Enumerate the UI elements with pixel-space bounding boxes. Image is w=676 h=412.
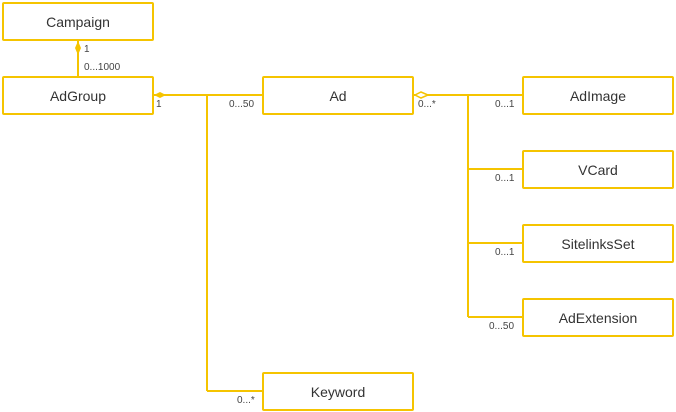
multiplicity-adgroup-in-campaign: 0...1000 <box>84 62 121 73</box>
class-vcard: VCard <box>522 150 674 189</box>
multiplicity-vcard: 0...1 <box>495 173 515 184</box>
class-keyword: Keyword <box>262 372 414 411</box>
multiplicity-ad: 0...* <box>418 99 436 110</box>
multiplicity-adgroup: 1 <box>156 99 162 110</box>
aggregation-diamond-icon <box>413 91 430 99</box>
composition-diamond-icon <box>154 92 166 98</box>
multiplicity-campaign: 1 <box>84 44 90 55</box>
multiplicity-sitelinksset: 0...1 <box>495 247 515 258</box>
class-adimage: AdImage <box>522 76 674 115</box>
class-ad: Ad <box>262 76 414 115</box>
multiplicity-adimage: 0...1 <box>495 99 515 110</box>
class-campaign: Campaign <box>2 2 154 41</box>
class-sitelinksset: SitelinksSet <box>522 224 674 263</box>
multiplicity-keyword: 0...* <box>237 395 255 406</box>
class-adgroup: AdGroup <box>2 76 154 115</box>
multiplicity-adextension: 0...50 <box>489 321 515 332</box>
multiplicity-ad-in-adgroup: 0...50 <box>229 99 255 110</box>
class-adextension: AdExtension <box>522 298 674 337</box>
composition-diamond-icon <box>75 41 81 55</box>
